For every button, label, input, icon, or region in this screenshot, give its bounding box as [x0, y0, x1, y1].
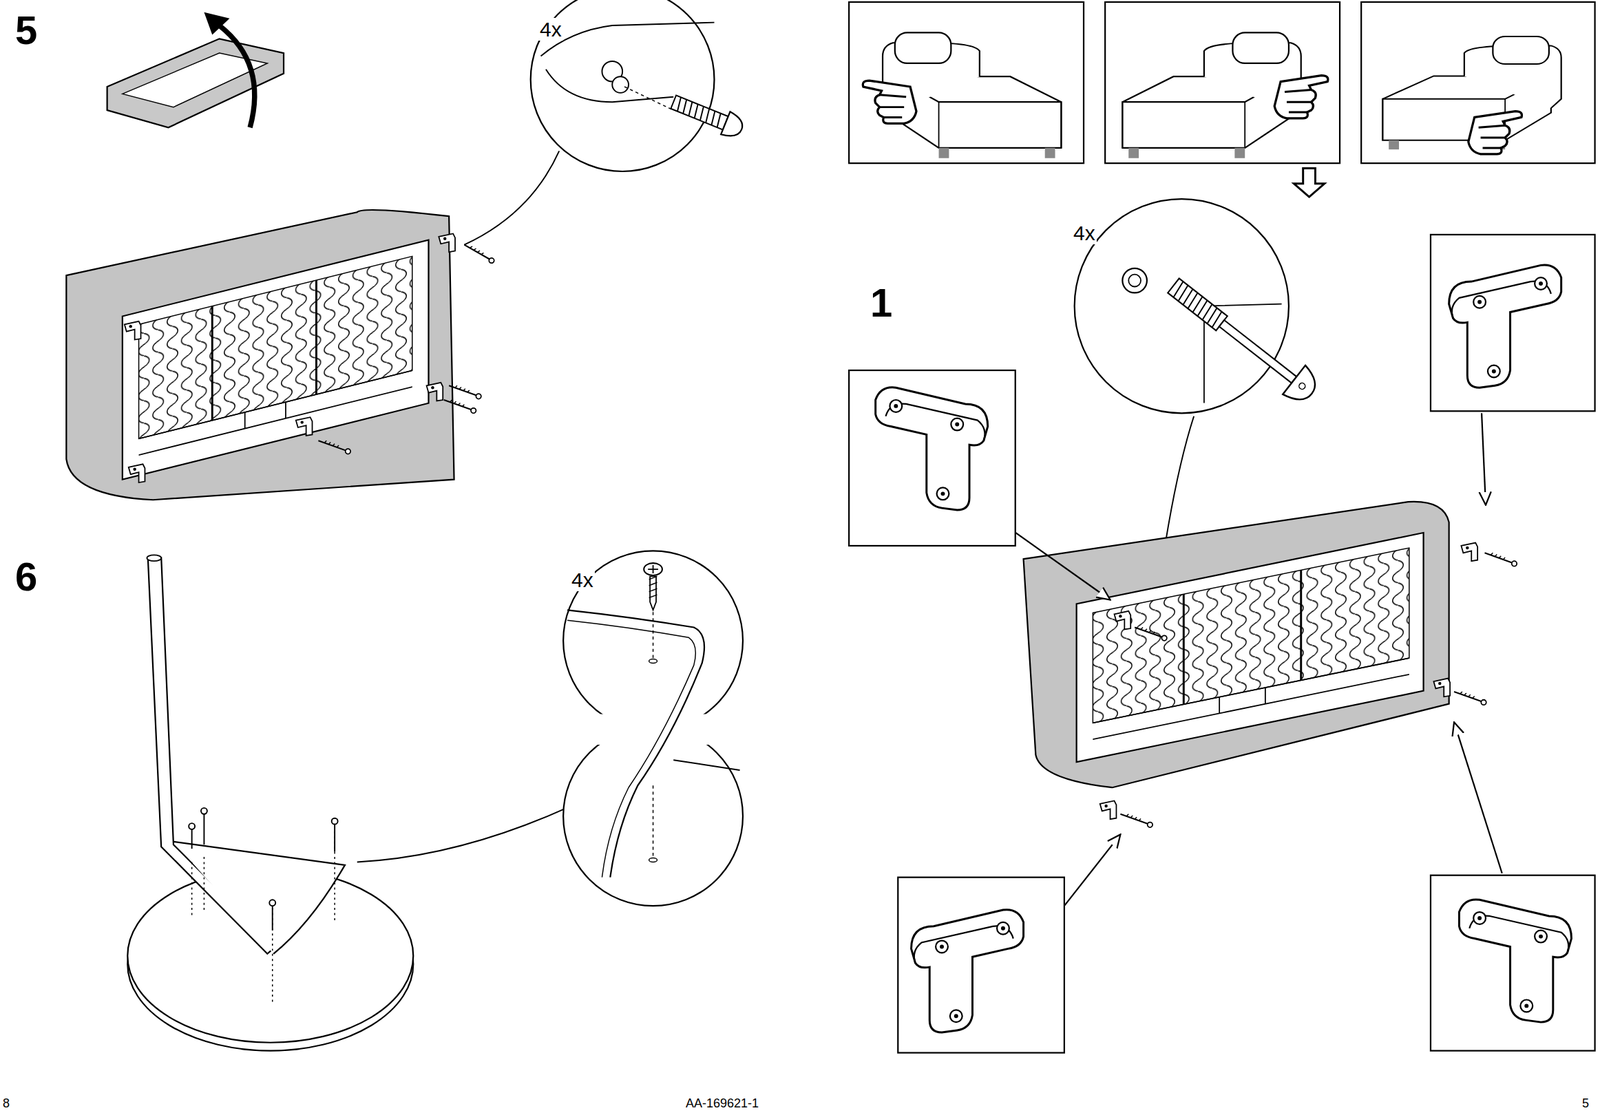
- page-number: 8: [1, 1097, 12, 1112]
- flip-icon: [107, 12, 284, 128]
- hand-panels: [848, 2, 1595, 197]
- quantity-label: 4x: [570, 568, 595, 592]
- screw-callout: [563, 550, 743, 907]
- page-number: 5: [1580, 1097, 1591, 1112]
- step-number: 6: [13, 554, 39, 599]
- sofa-frame: [1023, 501, 1518, 828]
- bracket-insets: [848, 234, 1595, 1054]
- sofa-frame: [66, 209, 496, 500]
- document-code: AA-169621-1: [684, 1097, 761, 1112]
- step-number: 5: [13, 8, 39, 53]
- stand-base: [127, 554, 572, 1051]
- quantity-label: 4x: [1071, 221, 1097, 245]
- bolt-callout: [464, 0, 746, 246]
- quantity-label: 4x: [538, 17, 564, 41]
- step-number: 1: [868, 280, 894, 325]
